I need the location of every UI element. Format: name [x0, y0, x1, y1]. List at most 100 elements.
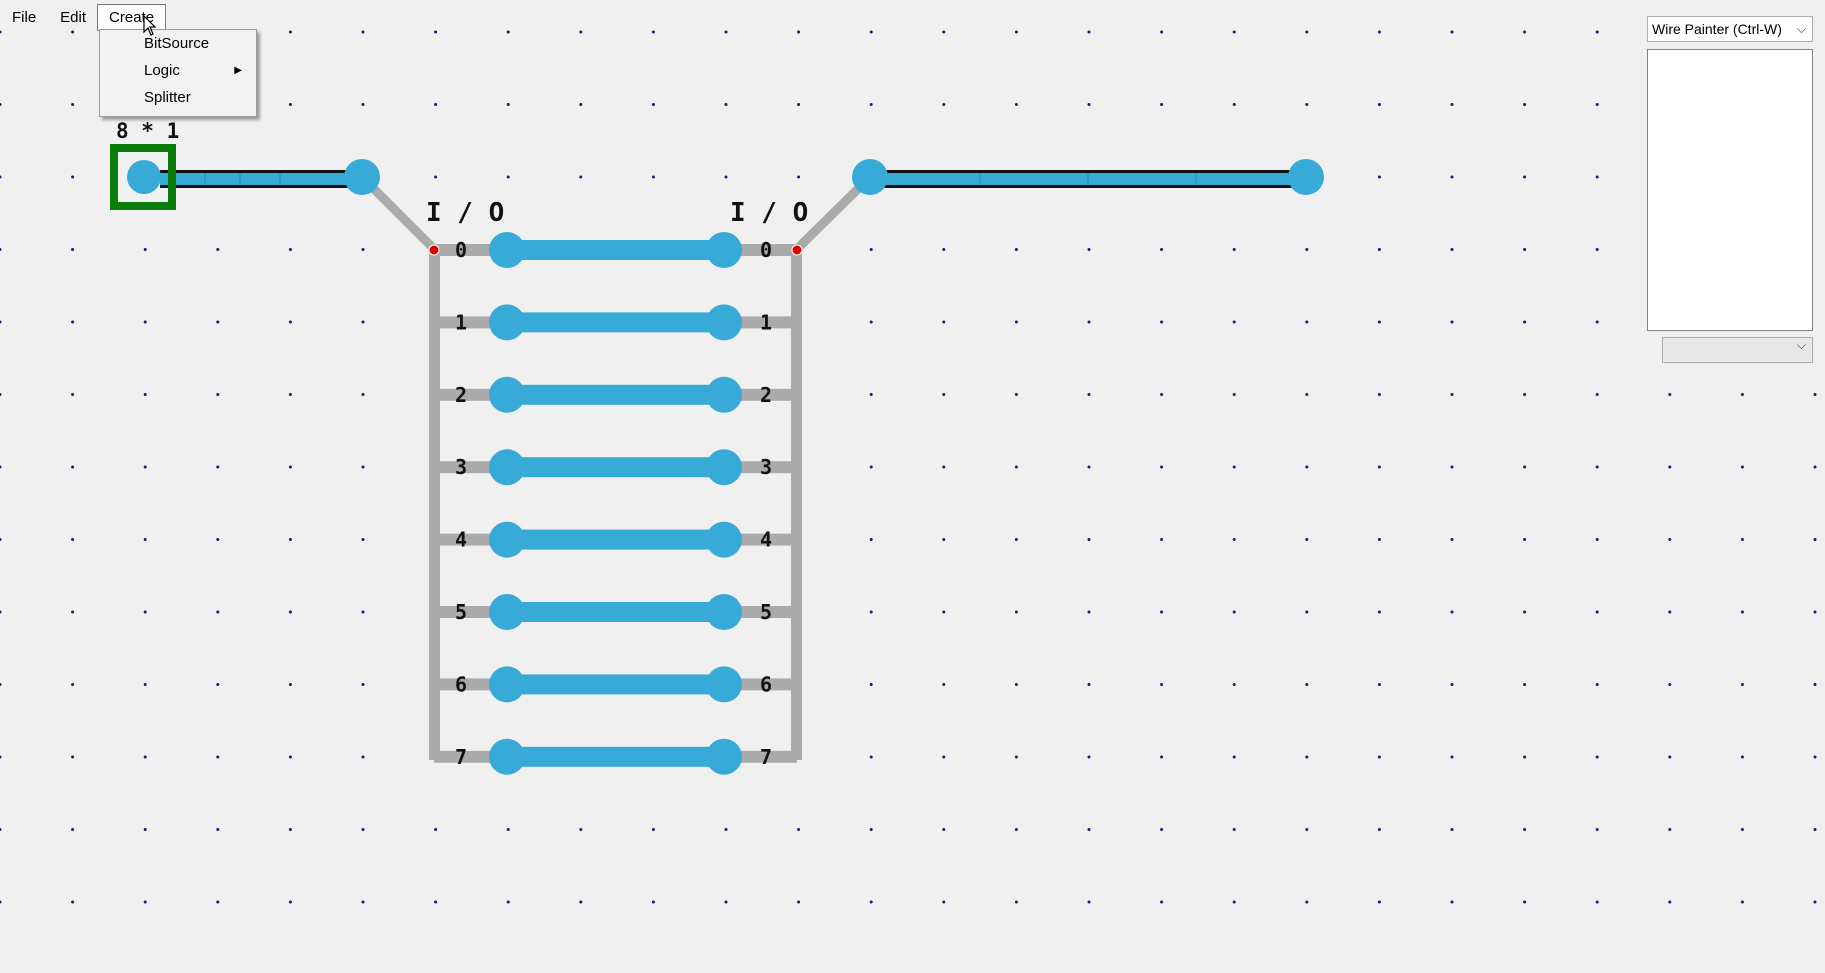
option-select[interactable]: ⌵ — [1662, 337, 1813, 363]
grid-dot — [1377, 900, 1381, 904]
wire-endpoint-right-end[interactable] — [1288, 159, 1324, 195]
grid-dot — [1305, 900, 1309, 904]
bit-wire-endpoint-right[interactable] — [706, 304, 742, 341]
bit-wire-endpoint-left[interactable] — [489, 376, 525, 413]
grid-dot — [1160, 610, 1164, 614]
bit-wire-endpoint-left[interactable] — [489, 521, 525, 558]
bit-wire-endpoint-left[interactable] — [489, 232, 525, 268]
bit-wire-endpoint-left[interactable] — [489, 594, 525, 630]
bit-wire-endpoint-right[interactable] — [706, 594, 742, 630]
bit-wire-endpoint-right[interactable] — [706, 666, 742, 703]
grid-dot — [869, 610, 873, 614]
grid-dot — [0, 103, 2, 106]
grid-dot — [1813, 755, 1817, 759]
grid-dot — [1087, 610, 1091, 614]
bit-wire-endpoint-right[interactable] — [706, 521, 742, 558]
grid-dot — [71, 320, 75, 324]
grid-dot — [1523, 610, 1527, 614]
grid-dot — [797, 900, 801, 904]
bit-wire-endpoint-right[interactable] — [706, 232, 742, 268]
grid-dot — [216, 683, 220, 686]
grid-dot — [71, 900, 75, 904]
grid-dot — [1232, 610, 1236, 614]
bit-wire[interactable] — [507, 746, 724, 767]
bit-wire[interactable] — [507, 384, 724, 405]
grid-dot — [1087, 900, 1091, 904]
grid-dot — [1377, 248, 1381, 251]
bitsource-output-pin[interactable] — [127, 160, 161, 194]
grid-dot — [1160, 393, 1164, 396]
grid-dot — [869, 755, 873, 759]
grid-dot — [1305, 248, 1309, 251]
bit-wire[interactable] — [507, 240, 724, 260]
pin-label-right: 2 — [760, 383, 772, 407]
bit-wire[interactable] — [507, 674, 724, 695]
grid-dot — [1595, 755, 1599, 759]
grid-dot — [288, 610, 292, 614]
grid-dot — [579, 175, 583, 179]
bit-wire[interactable] — [507, 457, 724, 478]
bit-wire-endpoint-right[interactable] — [706, 449, 742, 486]
grid-dot — [1087, 103, 1091, 106]
chevron-down-icon: ⌵ — [1796, 338, 1806, 352]
bus-wire-left[interactable] — [160, 173, 360, 185]
bit-wire-endpoint-left[interactable] — [489, 666, 525, 703]
tool-select[interactable]: Wire Painter (Ctrl-W) ⌵ — [1647, 16, 1813, 42]
pin-label-left: 2 — [455, 383, 467, 407]
grid-dot — [71, 683, 75, 686]
bit-wire-endpoint-left[interactable] — [489, 449, 525, 486]
pin-label-left: 3 — [455, 455, 467, 479]
grid-dot — [361, 900, 365, 904]
grid-dot — [651, 175, 655, 179]
wire-endpoint-left[interactable] — [344, 159, 380, 195]
grid-dot — [1160, 248, 1164, 251]
grid-dot — [1087, 393, 1091, 396]
grid-dot — [1740, 828, 1744, 831]
grid-dot — [1595, 683, 1599, 686]
bit-wire-endpoint-right[interactable] — [706, 376, 742, 413]
splitter-stub-right — [724, 606, 797, 618]
grid-dot — [869, 465, 873, 469]
pin-label-right: 7 — [760, 745, 772, 769]
grid-dot — [0, 828, 2, 831]
pin-label-right: 1 — [760, 310, 772, 334]
grid-dot — [143, 248, 147, 251]
menu-item-splitter[interactable]: Splitter — [144, 89, 191, 106]
grid-dot — [288, 465, 292, 469]
grid-dot — [1377, 175, 1381, 179]
grid-dot — [1450, 683, 1454, 686]
grid-dot — [143, 465, 147, 469]
grid-dot — [1450, 900, 1454, 904]
grid-dot — [1813, 465, 1817, 469]
grid-dot — [869, 393, 873, 396]
grid-dot — [1087, 248, 1091, 251]
grid-dot — [1668, 900, 1672, 904]
menu-file[interactable]: File — [12, 8, 37, 26]
grid-dot — [942, 248, 946, 251]
grid-dot — [216, 610, 220, 614]
grid-dot — [1450, 30, 1454, 34]
bit-wire[interactable] — [507, 529, 724, 550]
grid-dot — [0, 393, 2, 396]
grid-dot — [1232, 465, 1236, 469]
grid-dot — [361, 30, 365, 34]
splitter-stub-left — [434, 533, 507, 546]
grid-dot — [1377, 610, 1381, 614]
menu-item-logic[interactable]: Logic▶ — [100, 57, 256, 84]
bit-wire-endpoint-left[interactable] — [489, 738, 525, 775]
grid-dot — [1305, 393, 1309, 396]
grid-dot — [1087, 755, 1091, 759]
bit-wire[interactable] — [507, 602, 724, 622]
grid-dot — [942, 30, 946, 34]
grid-dot — [1523, 320, 1527, 324]
menu-item-bitsource[interactable]: BitSource — [144, 35, 210, 52]
menu-edit[interactable]: Edit — [60, 8, 87, 26]
bit-wire-endpoint-left[interactable] — [489, 304, 525, 341]
bit-wire-endpoint-right[interactable] — [706, 738, 742, 775]
bit-wire[interactable] — [507, 312, 724, 333]
bus-wire-right[interactable] — [868, 173, 1306, 185]
wire-endpoint-right-start[interactable] — [852, 159, 888, 195]
grid-dot — [1014, 900, 1018, 904]
bitsource-box[interactable] — [110, 144, 176, 210]
